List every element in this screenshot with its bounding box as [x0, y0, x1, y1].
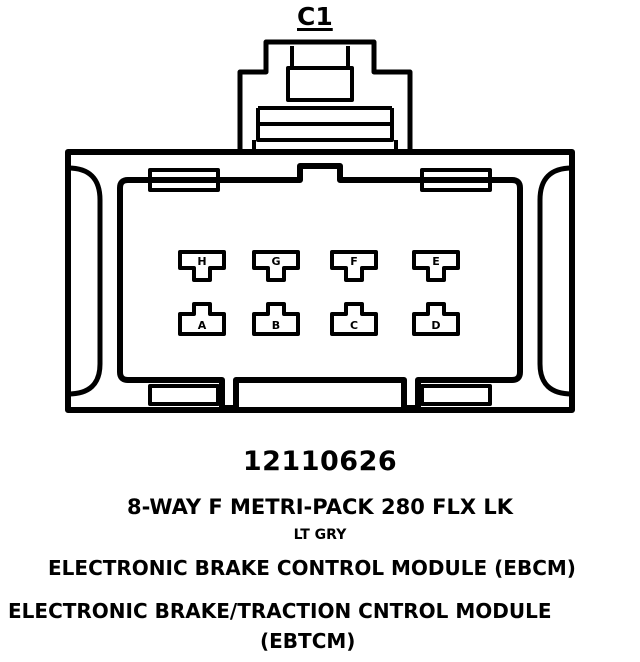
latch-top-right — [420, 168, 492, 192]
connector-housing-inner — [117, 163, 523, 411]
pin-cavity-e: E — [412, 250, 460, 282]
connector-description: 8-WAY F METRI-PACK 280 FLX LK — [126, 495, 514, 519]
lock-tab — [237, 39, 413, 152]
latch-bottom-left — [148, 384, 220, 406]
part-number: 12110626 — [242, 446, 398, 477]
pin-label: G — [271, 255, 280, 268]
pin-label: F — [350, 255, 358, 268]
module-name-line-2: ELECTRONIC BRAKE/TRACTION CNTROL MODULE — [8, 599, 552, 623]
pin-cavity-a: A — [178, 302, 226, 336]
pin-label: H — [197, 255, 206, 268]
pin-cavity-b: B — [252, 302, 300, 336]
pin-label: D — [431, 319, 440, 332]
pin-cavity-g: G — [252, 250, 300, 282]
module-name-line-1: ELECTRONIC BRAKE CONTROL MODULE (EBCM) — [48, 556, 576, 580]
connector-color: LT GRY — [293, 527, 347, 543]
latch-top-left — [148, 168, 220, 192]
pin-cavity-d: D — [412, 302, 460, 336]
pin-label: C — [350, 319, 358, 332]
pin-cavity-f: F — [330, 250, 378, 282]
connector-face-diagram: H G F E A B C D — [65, 39, 575, 413]
pin-label: A — [198, 319, 207, 332]
connector-housing-outer — [65, 149, 575, 413]
pin-cavity-h: H — [178, 250, 226, 282]
pin-label: B — [272, 319, 280, 332]
latch-bottom-right — [420, 384, 492, 406]
pin-cavity-c: C — [330, 302, 378, 336]
pin-label: E — [432, 255, 440, 268]
connector-id-label: C1 — [297, 2, 333, 31]
module-name-line-3: (EBTCM) — [260, 629, 356, 653]
